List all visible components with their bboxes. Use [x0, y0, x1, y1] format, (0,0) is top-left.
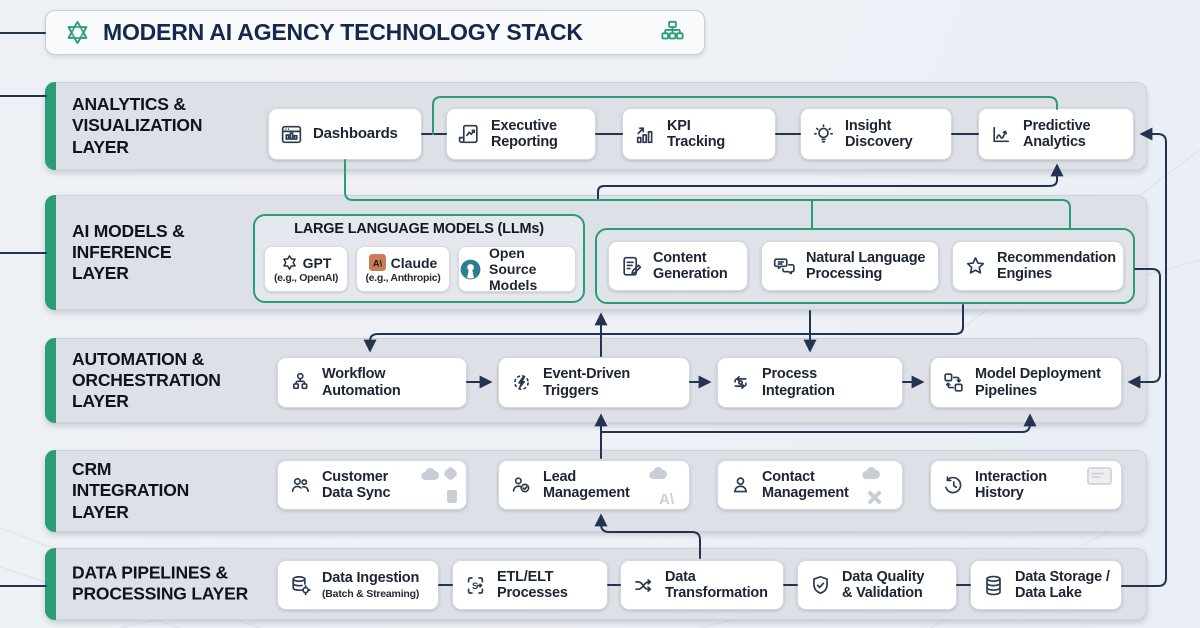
card-customer-data-sync: Customer Data Sync — [277, 460, 467, 510]
sync-gear-icon — [728, 370, 753, 395]
layer-label: DATA PIPELINES & PROCESSING LAYER — [72, 562, 249, 604]
users-icon — [288, 473, 313, 498]
page-title: MODERN AI AGENCY TECHNOLOGY STACK — [103, 19, 583, 45]
card-kpi-tracking: KPI Tracking — [622, 108, 776, 160]
crm-logo-watermarks — [862, 467, 881, 504]
card-workflow-automation: Workflow Automation — [277, 357, 467, 408]
anthropic-mark: A\ — [372, 258, 382, 268]
shield-check-icon — [808, 573, 833, 598]
sitemap-icon — [659, 19, 686, 46]
card-label: Insight Discovery — [845, 117, 913, 150]
database-gear-icon — [288, 573, 313, 598]
openai-logo-icon — [281, 254, 298, 271]
card-label: GPT — [302, 254, 332, 271]
card-label: ETL/ELT Processes — [497, 568, 568, 601]
card-data-storage-data-lake: Data Storage / Data Lake — [970, 560, 1122, 610]
lightbulb-icon — [811, 122, 836, 147]
card-label: Contact Management — [762, 468, 849, 501]
card-label: Lead Management — [543, 468, 630, 501]
card-label: KPI Tracking — [667, 117, 726, 150]
card-label: Claude — [390, 254, 438, 271]
card-label: Data Quality & Validation — [842, 568, 925, 601]
card-natural-language-processing: Natural Language Processing — [761, 241, 939, 291]
card-label: Open Source Models — [489, 245, 538, 293]
layer-label: ANALYTICS & VISUALIZATION LAYER — [72, 93, 203, 157]
card-etl-elt-processes: S ETL/ELT Processes — [452, 560, 608, 610]
kpi-bars-icon — [633, 122, 658, 147]
card-label: Predictive Analytics — [1023, 117, 1091, 150]
card-sublabel: (e.g., OpenAI) — [273, 272, 339, 284]
llm-group-title: LARGE LANGUAGE MODELS (LLMs) — [294, 221, 544, 237]
card-data-transformation: Data Transformation — [620, 560, 784, 610]
card-interaction-history: Interaction History — [930, 460, 1122, 510]
card-gpt: GPT (e.g., OpenAI) — [264, 246, 348, 292]
layer-label: CRM INTEGRATION LAYER — [72, 458, 190, 522]
open-source-icon — [459, 258, 482, 281]
card-label: Data Storage / Data Lake — [1015, 568, 1110, 601]
card-label: Data Ingestion — [322, 569, 420, 586]
card-process-integration: Process Integration — [717, 357, 903, 408]
person-check-icon — [509, 473, 534, 498]
claude-logo-icon: A\ — [368, 254, 386, 271]
card-label: Model Deployment Pipelines — [975, 366, 1101, 399]
layer-accent-bar — [45, 82, 56, 170]
card-contact-management: Contact Management — [717, 460, 903, 510]
card-label: Process Integration — [762, 366, 835, 399]
layer-accent-bar — [45, 548, 56, 620]
layer-accent-bar — [45, 338, 56, 423]
history-clock-icon — [941, 473, 966, 498]
card-sublabel: (e.g., Anthropic) — [365, 272, 441, 284]
crm-logo-watermarks — [421, 467, 457, 503]
layer-label: AUTOMATION & ORCHESTRATION LAYER — [72, 348, 221, 412]
card-data-quality-validation: Data Quality & Validation — [797, 560, 957, 610]
card-label: Dashboards — [313, 124, 398, 142]
layer-accent-bar — [45, 450, 56, 532]
card-label: Data Transformation — [665, 568, 768, 601]
card-label: Executive Reporting — [491, 117, 558, 150]
card-dashboards: Dashboards — [268, 108, 422, 160]
openai-logo-icon — [64, 19, 91, 46]
etl-brackets-icon: S — [463, 573, 488, 598]
svg-text:A\: A\ — [659, 491, 675, 508]
card-executive-reporting: Executive Reporting — [446, 108, 596, 160]
trend-chart-icon — [989, 122, 1014, 147]
card-predictive-analytics: Predictive Analytics — [978, 108, 1134, 160]
card-insight-discovery: Insight Discovery — [800, 108, 952, 160]
card-event-driven-triggers: Event-Driven Triggers — [498, 357, 690, 408]
card-label: Interaction History — [975, 468, 1047, 501]
shuffle-icon — [631, 573, 656, 598]
gear-bolt-icon — [509, 370, 534, 395]
report-icon — [457, 122, 482, 147]
card-recommendation-engines: Recommendation Engines — [952, 241, 1124, 291]
database-icon — [981, 573, 1006, 598]
card-label: Recommendation Engines — [997, 249, 1116, 282]
chat-bubbles-icon — [772, 254, 797, 279]
card-lead-management: Lead Management A\ — [498, 460, 690, 510]
card-data-ingestion: Data Ingestion (Batch & Streaming) — [277, 560, 439, 610]
card-label: Event-Driven Triggers — [543, 366, 631, 399]
card-label: Natural Language Processing — [806, 249, 926, 282]
card-model-deployment-pipelines: Model Deployment Pipelines — [930, 357, 1122, 408]
crm-logo-watermarks: A\ — [649, 467, 675, 508]
card-content-generation: Content Generation — [608, 241, 748, 291]
diagram-title-box: MODERN AI AGENCY TECHNOLOGY STACK — [45, 10, 705, 55]
layer-accent-bar — [45, 195, 56, 310]
card-claude: A\ Claude (e.g., Anthropic) — [356, 246, 450, 292]
star-icon — [963, 254, 988, 279]
layer-label: AI MODELS & INFERENCE LAYER — [72, 220, 185, 284]
card-open-source-models: Open Source Models — [458, 245, 576, 293]
person-icon — [728, 473, 753, 498]
org-chart-icon — [288, 370, 313, 395]
crm-logo-watermarks — [1087, 467, 1112, 485]
card-sublabel: (Batch & Streaming) — [322, 588, 420, 601]
dashboard-icon — [279, 122, 304, 147]
card-label: Workflow Automation — [322, 366, 401, 399]
content-doc-icon — [619, 254, 644, 279]
card-label: Customer Data Sync — [322, 468, 391, 501]
deploy-squares-icon — [941, 370, 966, 395]
card-label: Content Generation — [653, 249, 728, 282]
svg-text:S: S — [472, 580, 478, 590]
